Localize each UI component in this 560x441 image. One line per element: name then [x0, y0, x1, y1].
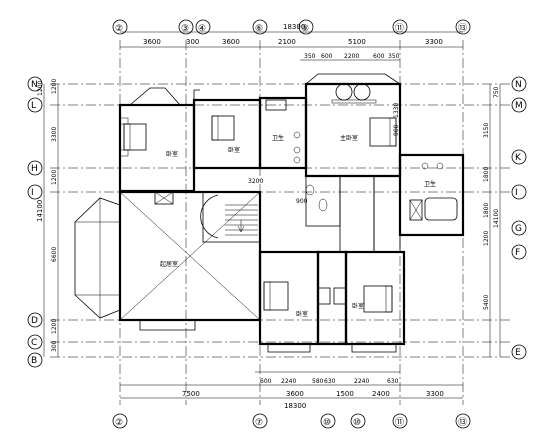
- furniture: [119, 83, 458, 313]
- dim-b6: 630: [387, 378, 399, 385]
- dim-misc-3: 1330: [393, 103, 400, 118]
- dim-top-inner-2: 600: [321, 53, 333, 60]
- axis-right-label: K: [515, 153, 522, 163]
- dim-top-4: 2100: [278, 38, 296, 46]
- dim-left-6: 300: [51, 340, 58, 352]
- dim-misc-1: 3200: [248, 178, 263, 185]
- axis-left-label: N: [31, 80, 38, 90]
- dim-b8: 3600: [286, 390, 304, 398]
- dim-b4: 630: [324, 378, 336, 385]
- bed-icon: [211, 115, 235, 141]
- dim-misc-2: 900: [296, 198, 308, 205]
- axis-top-label: ⑪: [395, 23, 404, 34]
- dim-top-5: 5100: [348, 38, 366, 46]
- axis-right-label: G: [515, 224, 522, 234]
- room-label-toilet1: 卫生: [272, 134, 284, 142]
- dim-b11: 3300: [426, 390, 444, 398]
- axis-bubbles-left: N L H I D C B: [27, 76, 43, 368]
- axis-right-label: M: [515, 101, 523, 111]
- dim-misc-4: 900: [393, 124, 400, 136]
- axis-top-label: ⑥: [255, 24, 263, 34]
- dim-b2: 2240: [281, 378, 296, 385]
- dim-b1: 600: [260, 378, 272, 385]
- room-label-toilet2: 卫生: [424, 180, 436, 188]
- dim-left-4: 6600: [51, 247, 58, 262]
- axis-bottom-label: ②: [115, 418, 123, 428]
- bed-icon: [263, 281, 289, 311]
- dim-right-5: 1200: [483, 231, 490, 246]
- axis-bubbles-bottom: ② ⑦ ⑩ ⑩ ⑪ ⑬: [112, 413, 471, 429]
- axis-bottom-label: ⑪: [395, 417, 404, 428]
- dim-top-total: 18300: [283, 23, 305, 31]
- axis-left-label: H: [31, 164, 38, 174]
- top-dimensions: 18300 3600 300 3600 2100 5100 3300 350 6…: [120, 23, 463, 61]
- axis-top-label: ⑬: [458, 23, 467, 34]
- dim-b5: 2240: [354, 378, 369, 385]
- dim-right-1: 750: [493, 86, 500, 98]
- room-label-bed2: 卧室: [228, 146, 240, 154]
- dim-top-inner-3: 2200: [344, 53, 359, 60]
- living-room-void: [119, 191, 261, 321]
- axis-bottom-label: ⑩: [323, 418, 331, 428]
- bed-icon: [123, 123, 147, 151]
- bathtub-icon: [265, 99, 287, 111]
- room-label-bed4: 卧室: [352, 302, 364, 310]
- dim-top-1: 3600: [143, 38, 161, 46]
- axis-right-label: N: [515, 80, 522, 90]
- stair: [200, 194, 258, 239]
- axis-right-label: E: [515, 348, 521, 358]
- axis-left-label: C: [31, 338, 37, 348]
- room-label-bed1: 卧室: [166, 150, 178, 158]
- axis-top-label: ④: [198, 24, 206, 34]
- dim-b3: 580: [312, 378, 324, 385]
- dim-b9: 1500: [336, 390, 354, 398]
- dim-top-6: 3300: [425, 38, 443, 46]
- axis-bottom-label: ⑬: [458, 417, 467, 428]
- axis-left-label: D: [31, 316, 38, 326]
- axis-right-label: F: [515, 248, 520, 258]
- dim-bottom-total: 18300: [284, 402, 306, 410]
- dim-left-total: 14100: [36, 200, 44, 222]
- right-dimensions: 750 3150 1800 1800 14100 1200 5400: [483, 84, 501, 357]
- axis-bottom-label: ⑩: [353, 418, 361, 428]
- axis-left-label: B: [31, 356, 37, 366]
- axis-bubbles-top: ② ③ ④ ⑥ ⑨ ⑪ ⑬: [112, 19, 471, 35]
- dim-right-4: 1800: [483, 203, 490, 218]
- dim-top-inner-5: 350: [388, 53, 400, 60]
- bed-icon: [363, 285, 393, 313]
- dim-right-3: 1800: [483, 167, 490, 182]
- room-label-living: 起居室: [160, 260, 178, 268]
- left-dimensions: 1200 1200 3300 1200 14100 6600 1200 300: [36, 79, 59, 357]
- dim-left-5: 1200: [51, 319, 58, 334]
- room-label-bed3: 卧室: [296, 310, 308, 318]
- axis-bubbles-right: N M K I G F E: [511, 76, 527, 360]
- dim-b7: 7500: [182, 390, 200, 398]
- dim-b10: 2400: [372, 390, 390, 398]
- axis-left-label: I: [31, 188, 34, 198]
- axis-right-label: I: [515, 188, 518, 198]
- dim-right-total: 14100: [493, 209, 500, 228]
- axis-bottom-label: ⑦: [255, 418, 263, 428]
- axis-top-label: ②: [115, 24, 123, 34]
- axis-top-label: ③: [181, 24, 189, 34]
- walls: [118, 82, 465, 346]
- axis-left-label: L: [31, 101, 36, 111]
- dim-top-2: 300: [186, 38, 199, 46]
- bay-windows: [74, 73, 401, 353]
- dim-top-inner-4: 600: [373, 53, 385, 60]
- dim-left-1b: 1200: [51, 79, 58, 94]
- dim-right-2: 3150: [483, 123, 490, 138]
- dim-top-3: 3600: [222, 38, 240, 46]
- bottom-dimensions: 600 2240 580 630 2240 630 7500 3600 1500…: [120, 371, 463, 410]
- room-label-master: 主卧室: [340, 134, 358, 142]
- dim-left-3: 1200: [51, 170, 58, 185]
- dim-top-inner-1: 350: [304, 53, 316, 60]
- bathtub-icon: [424, 197, 458, 221]
- axis-top-label: ⑨: [301, 24, 309, 34]
- dim-right-6: 5400: [483, 295, 490, 310]
- dim-left-2: 3300: [51, 127, 58, 142]
